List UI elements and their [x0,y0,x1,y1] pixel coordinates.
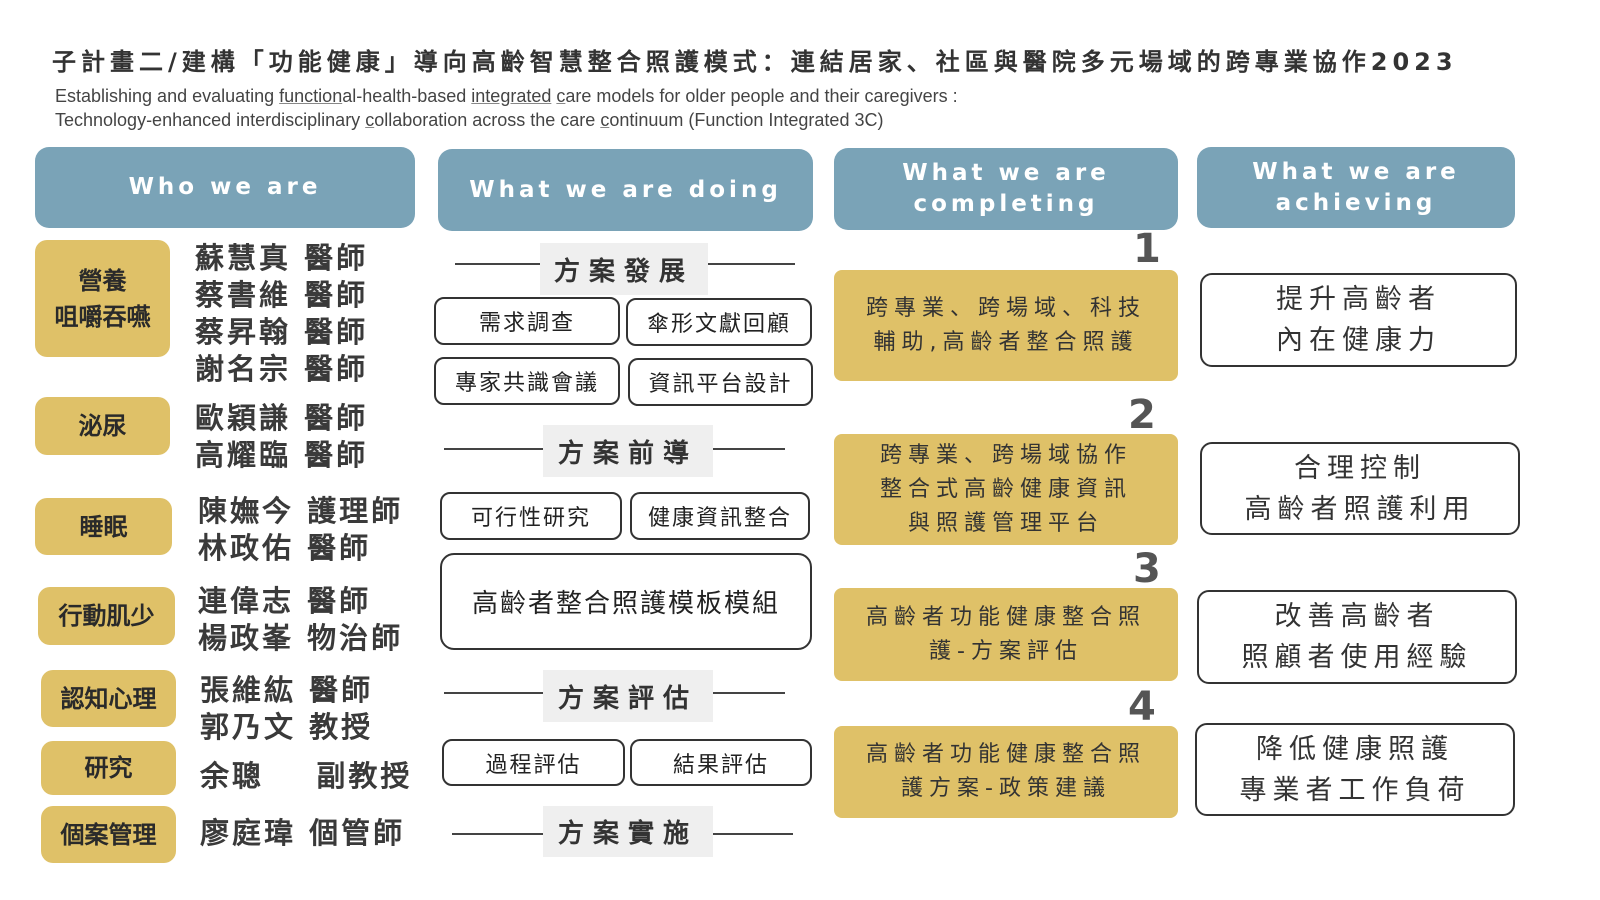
category-nutrition-swallowing: 營養 咀嚼吞嚥 [35,240,170,357]
completing-item-4: 高齡者功能健康整合照 護方案-政策建議 [834,726,1178,818]
divider-line [455,263,541,265]
item-needs-survey: 需求調查 [434,297,620,345]
item-feasibility-study: 可行性研究 [440,492,622,540]
section-implementation: 方案實施 [543,806,713,857]
divider-line [444,448,544,450]
item-platform-design: 資訊平台設計 [628,358,813,406]
step-number: 3 [1133,546,1161,592]
members-urology: 歐穎謙 醫師 高耀臨 醫師 [195,401,369,472]
subtitle-text: Establishing and evaluating [55,86,280,106]
divider-line [713,833,793,835]
completing-item-3: 高齡者功能健康整合照 護-方案評估 [834,588,1178,681]
completing-item-1: 跨專業、跨場域、科技 輔助,高齡者整合照護 [834,270,1178,381]
subtitle-text: ollaboration across the care [374,110,601,130]
members-case-management: 廖庭瑋 個管師 [200,816,406,850]
item-umbrella-review: 傘形文獻回顧 [626,298,812,346]
category-urology: 泌尿 [35,397,170,455]
subtitle-underlined: c [600,110,610,130]
members-mobility: 連偉志 醫師 楊政峯 物治師 [198,584,404,655]
item-care-template-module: 高齡者整合照護模板模組 [440,553,812,650]
page-title: 子計畫二/建構「功能健康」導向高齡智慧整合照護模式：連結居家、社區與醫院多元場域… [52,48,1458,76]
subtitle-text: ontinuum (Function Integrated 3C) [609,110,884,130]
completing-item-2: 跨專業、跨場域協作 整合式高齡健康資訊 與照護管理平台 [834,434,1178,545]
category-cognition-psychology: 認知心理 [41,670,176,727]
subtitle-line-1: Establishing and evaluating functional-h… [55,86,958,107]
achieving-item-4: 降低健康照護 專業者工作負荷 [1195,723,1515,816]
subtitle-text: al-health-based [342,86,472,106]
achieving-item-1: 提升高齡者 內在健康力 [1200,273,1517,367]
step-number: 2 [1128,392,1156,438]
section-evaluation: 方案評估 [543,670,713,722]
divider-line [713,448,785,450]
category-research: 研究 [41,741,176,795]
divider-line [713,692,785,694]
section-pilot: 方案前導 [543,425,713,477]
divider-line [452,833,544,835]
item-health-info-integration: 健康資訊整合 [630,492,810,540]
item-process-evaluation: 過程評估 [442,739,625,786]
item-expert-consensus: 專家共識會議 [434,357,620,405]
subtitle-text: are models for older people and their ca… [565,86,958,106]
divider-line [708,263,795,265]
subtitle-underlined: function [279,86,343,106]
divider-line [444,692,544,694]
header-what-we-are-doing: What we are doing [438,149,813,231]
header-what-we-are-completing: What we are completing [834,148,1178,230]
members-nutrition: 蘇慧真 醫師 蔡書維 醫師 蔡昇翰 醫師 謝名宗 醫師 [195,241,369,386]
item-outcome-evaluation: 結果評估 [630,739,812,786]
section-program-development: 方案發展 [540,243,708,295]
members-sleep: 陳嫵今 護理師 林政佑 醫師 [198,494,404,565]
category-sleep: 睡眠 [35,498,172,555]
subtitle-line-2: Technology-enhanced interdisciplinary co… [55,110,883,131]
subtitle-underlined: c [556,86,566,106]
subtitle-underlined: integrated [471,86,552,106]
subtitle-text: Technology-enhanced interdisciplinary [55,110,366,130]
achieving-item-2: 合理控制 高齡者照護利用 [1200,442,1520,535]
subtitle-underlined: c [365,110,375,130]
achieving-item-3: 改善高齡者 照顧者使用經驗 [1197,590,1517,684]
category-case-management: 個案管理 [41,806,176,863]
header-who-we-are: Who we are [35,147,415,228]
category-mobility-sarcopenia: 行動肌少 [38,587,175,645]
step-number: 4 [1128,684,1156,730]
step-number: 1 [1133,226,1161,272]
header-what-we-are-achieving: What we are achieving [1197,147,1515,228]
members-cognition: 張維紘 醫師 郭乃文 教授 [200,673,374,744]
members-research: 余聰 副教授 [200,759,413,793]
